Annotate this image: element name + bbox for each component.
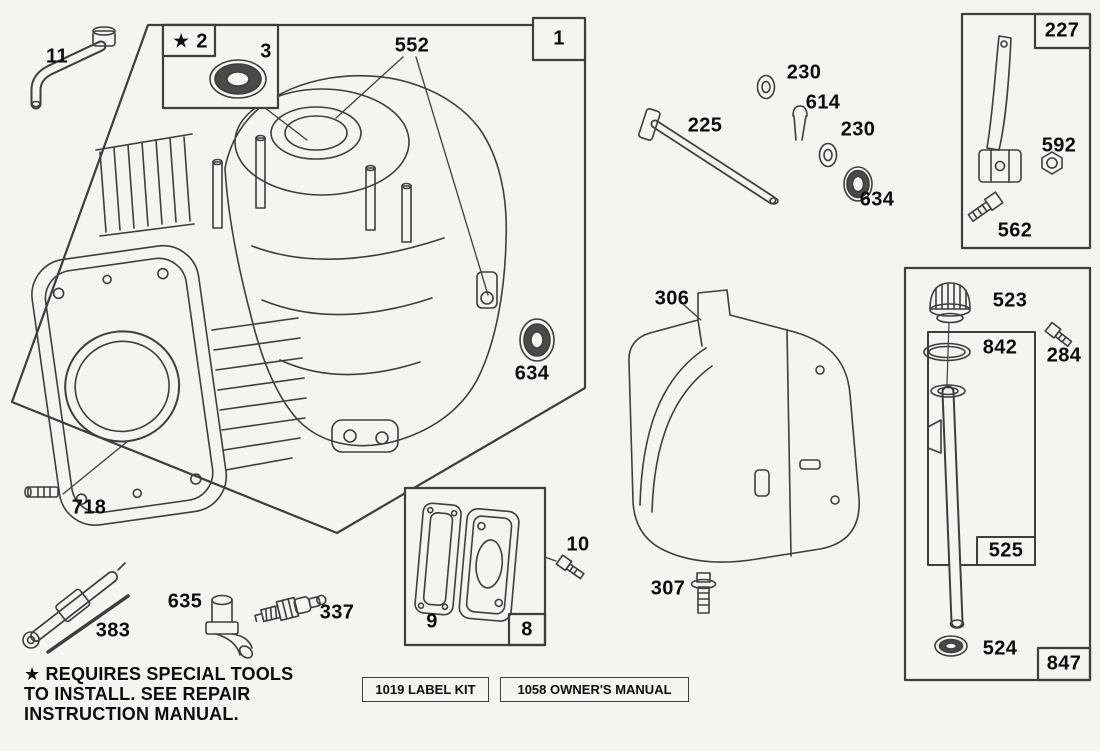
- elbow-fitting-635-art: [205, 594, 254, 659]
- tool-383-art: [22, 562, 130, 654]
- footnote-line-1: ★ REQUIRES SPECIAL TOOLS: [24, 664, 294, 684]
- callout-383: 383: [95, 619, 131, 642]
- ref-box-847-label: 847: [1046, 652, 1082, 675]
- footnote-line-3: INSTRUCTION MANUAL.: [24, 704, 239, 724]
- callout-2-starred: ★ 2: [172, 30, 208, 53]
- governor-rod-225-art: [638, 107, 779, 205]
- leader-lines: [62, 56, 702, 562]
- bolt-562-art: [967, 191, 1004, 222]
- assembly-1-boundary: [10, 23, 587, 535]
- nut-592-art: [1041, 151, 1063, 175]
- ref-box-8-label: 8: [521, 618, 533, 641]
- callout-842: 842: [982, 336, 1018, 359]
- callout-9: 9: [426, 610, 438, 633]
- cover-plate-art: [458, 507, 520, 622]
- washer-230-b-art: [818, 142, 838, 168]
- studs: [212, 134, 412, 243]
- bolt-718-art: [24, 486, 59, 498]
- callout-225: 225: [687, 114, 723, 137]
- callout-718: 718: [71, 496, 107, 519]
- callout-523: 523: [992, 289, 1028, 312]
- oil-seal-634-right-art: [843, 166, 873, 202]
- callout-337: 337: [319, 601, 355, 624]
- callout-634-right: 634: [859, 188, 895, 211]
- oil-seal-3-art: [209, 59, 267, 99]
- ref-box-525-label: 525: [988, 539, 1024, 562]
- blower-housing-306-art: [628, 289, 860, 563]
- callout-634-left: 634: [514, 362, 550, 385]
- screw-10-art: [555, 554, 585, 580]
- label-kit-text: 1019 LABEL KIT: [375, 682, 476, 697]
- washer-230-a-art: [756, 74, 776, 100]
- callout-230-a: 230: [786, 61, 822, 84]
- cylinder-block-art: [31, 74, 508, 526]
- bolt-307-art: [690, 572, 717, 614]
- callout-552: 552: [394, 34, 430, 57]
- spark-plug-337-art: [254, 594, 327, 623]
- callout-284: 284: [1046, 344, 1082, 367]
- cooling-fins-upper: [95, 133, 195, 237]
- callout-635: 635: [167, 590, 203, 613]
- callout-524: 524: [982, 637, 1018, 660]
- callout-11: 11: [46, 45, 68, 68]
- ref-box-227-label: 227: [1044, 19, 1080, 42]
- callout-562: 562: [997, 219, 1033, 242]
- label-kit-box: 1019 LABEL KIT: [362, 677, 489, 702]
- owners-manual-box: 1058 OWNER'S MANUAL: [500, 677, 689, 702]
- gasket-9-art: [414, 502, 462, 616]
- owners-manual-text: 1058 OWNER'S MANUAL: [517, 682, 672, 697]
- cotter-pin-614-art: [792, 105, 808, 141]
- o-ring-842-art: [923, 342, 971, 362]
- cooling-fins-lower: [211, 317, 307, 471]
- special-tools-footnote: ★ REQUIRES SPECIAL TOOLS TO INSTALL. SEE…: [24, 664, 293, 724]
- callout-3: 3: [260, 40, 272, 63]
- governor-lever-227-art: [978, 35, 1022, 183]
- screw-284-art: [1044, 321, 1073, 348]
- oil-seal-634-left-art: [519, 318, 555, 362]
- breather-tube-11-art: [30, 26, 116, 110]
- callout-592: 592: [1041, 134, 1077, 157]
- callout-230-b: 230: [840, 118, 876, 141]
- callout-306: 306: [654, 287, 690, 310]
- callout-10: 10: [566, 533, 590, 556]
- oil-fill-cap-523-art: [929, 282, 971, 385]
- callout-614: 614: [805, 91, 841, 114]
- footnote-line-2: TO INSTALL. SEE REPAIR: [24, 684, 251, 704]
- seal-524-art: [934, 635, 968, 657]
- callout-307: 307: [650, 577, 686, 600]
- dipstick-tube-525-art: [927, 384, 966, 629]
- ref-box-1-label: 1: [553, 27, 565, 50]
